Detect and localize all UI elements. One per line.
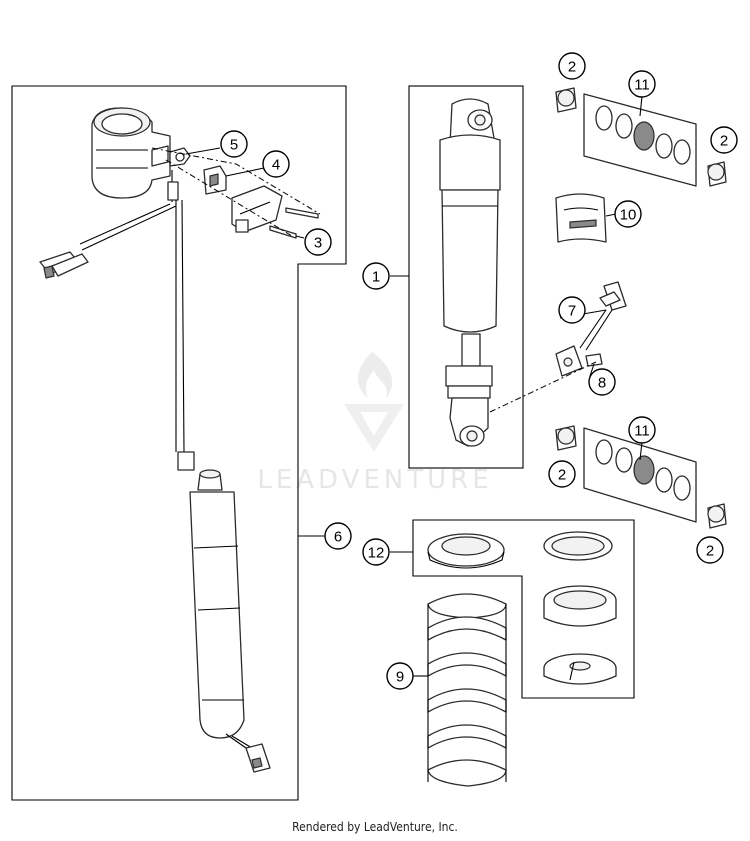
callout-3: 3 bbox=[304, 228, 332, 256]
sensor-housing bbox=[91, 107, 171, 199]
callout-label: 11 bbox=[634, 77, 650, 94]
callout-label: 11 bbox=[634, 423, 650, 440]
leader-line-11-top bbox=[639, 95, 643, 117]
callout-9: 9 bbox=[386, 662, 414, 690]
assembly-axis-line bbox=[151, 147, 321, 215]
footer-credit: Rendered by LeadVenture, Inc. bbox=[292, 820, 458, 834]
leadventure-logo-watermark: LEADVENTURE bbox=[257, 352, 492, 495]
split-retainer bbox=[543, 653, 617, 685]
spring-collar bbox=[543, 585, 617, 627]
callout-5: 5 bbox=[220, 130, 248, 158]
clip-4 bbox=[203, 165, 227, 195]
cable-connector bbox=[39, 251, 89, 279]
spring-seat-ring bbox=[427, 533, 505, 569]
callout-label: 2 bbox=[720, 133, 728, 150]
kit-11-top bbox=[583, 93, 697, 187]
watermark-text: LEADVENTURE bbox=[257, 465, 492, 495]
washer-ring bbox=[543, 531, 613, 561]
bushing-2-top-right bbox=[707, 161, 727, 187]
cable-7 bbox=[555, 281, 627, 377]
callout-8: 8 bbox=[588, 368, 616, 396]
shock-absorber-1 bbox=[439, 98, 501, 447]
leader-line-11-bottom bbox=[639, 441, 643, 461]
bracket-4 bbox=[231, 185, 283, 233]
callout-label: 10 bbox=[620, 207, 637, 224]
group-frame-1 bbox=[408, 85, 524, 469]
callout-7: 7 bbox=[558, 296, 586, 324]
callout-2-c: 2 bbox=[548, 460, 576, 488]
sensor-cable bbox=[79, 170, 185, 453]
kit-11-bottom bbox=[583, 427, 697, 523]
callout-11-b: 11 bbox=[628, 416, 656, 444]
leader-line-5 bbox=[185, 147, 221, 155]
callout-label: 12 bbox=[368, 545, 385, 562]
reservoir-6 bbox=[177, 451, 253, 749]
leader-line-4 bbox=[225, 167, 265, 177]
callout-label: 7 bbox=[568, 303, 576, 320]
bushing-2-bottom-left bbox=[555, 425, 577, 451]
leader-line-8 bbox=[589, 363, 595, 377]
bushing-2-top-left bbox=[555, 87, 577, 113]
label-10 bbox=[555, 193, 607, 243]
screw-8 bbox=[585, 353, 603, 367]
callout-label: 2 bbox=[558, 467, 566, 484]
callout-label: 3 bbox=[314, 235, 322, 252]
callout-1: 1 bbox=[362, 262, 390, 290]
callout-label: 2 bbox=[706, 543, 714, 560]
callout-label: 4 bbox=[272, 157, 280, 174]
callout-4: 4 bbox=[262, 150, 290, 178]
callout-6: 6 bbox=[324, 522, 352, 550]
callout-2-b: 2 bbox=[710, 126, 738, 154]
bushing-2-bottom-right bbox=[707, 503, 727, 529]
callout-11-a: 11 bbox=[628, 70, 656, 98]
callout-label: 1 bbox=[372, 269, 380, 286]
leader-line-3 bbox=[295, 235, 305, 239]
callout-label: 2 bbox=[568, 59, 576, 76]
callout-label: 8 bbox=[598, 375, 606, 392]
nut-5 bbox=[169, 147, 191, 167]
group-frame-6 bbox=[11, 85, 347, 801]
callout-10: 10 bbox=[614, 200, 642, 228]
group-frame-12 bbox=[412, 519, 635, 699]
callout-label: 5 bbox=[230, 137, 238, 154]
callout-12: 12 bbox=[362, 538, 390, 566]
reservoir-connector bbox=[245, 743, 271, 773]
callout-2-a: 2 bbox=[558, 52, 586, 80]
spring-9 bbox=[427, 593, 507, 787]
callout-label: 9 bbox=[396, 669, 404, 686]
assembly-axis-line bbox=[489, 361, 597, 413]
callout-2-d: 2 bbox=[696, 536, 724, 564]
assembly-axis-line bbox=[165, 159, 293, 237]
callout-label: 6 bbox=[334, 529, 342, 546]
